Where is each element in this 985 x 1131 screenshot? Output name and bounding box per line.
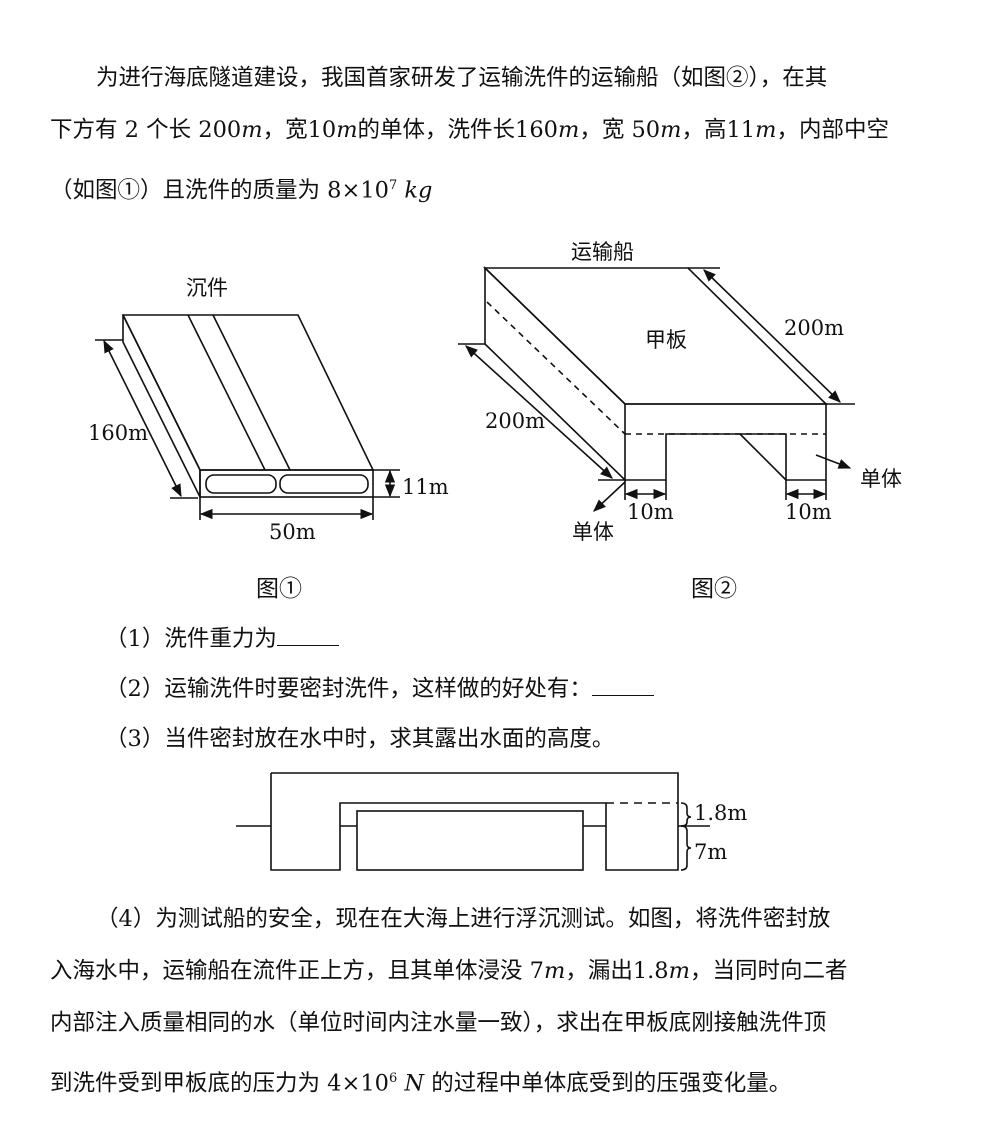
figure-2-left-hull-label: 单体	[572, 520, 614, 544]
sink-top-face	[121, 314, 375, 471]
question-3: （3）当件密封放在水中时，求其露出水面的高度。	[105, 721, 614, 753]
ship-cross-section	[270, 772, 679, 871]
intro-line-1-text: 为进行海底隧道建设，我国首家研发了运输洗件的运输船（如图②），在其	[96, 65, 828, 91]
sink-length-dimension	[103, 339, 182, 498]
figure-2-transport-ship	[458, 266, 855, 512]
unit-m: m	[755, 117, 777, 143]
figure-1-sink-element	[95, 314, 400, 520]
sink-hollow-right	[279, 474, 369, 494]
q4-line-3: 内部注入质量相同的水（单位时间内注水量一致），求出在甲板底刚接触洗件顶	[50, 997, 945, 1049]
question-1: （1）洗件重力为	[105, 621, 339, 653]
q4-line-2: 入海水中，运输船在流件正上方，且其单体浸没 7m，漏出1.8m，当同时向二者	[50, 945, 945, 997]
text: 入海水中，运输船在流件正上方，且其单体浸没 7	[50, 958, 544, 984]
figure-1-width-label: 50m	[269, 520, 316, 544]
text: ，宽 50	[579, 117, 661, 143]
unit-m: m	[660, 117, 682, 143]
figure-2-right-length-label: 200m	[784, 316, 844, 340]
text: （如图①）且洗件的质量为 8×10	[50, 177, 389, 204]
figure-2-right-width-label: 10m	[785, 500, 832, 524]
unit-m: m	[241, 117, 263, 143]
exponent: 7	[388, 178, 398, 193]
unit-m: m	[543, 958, 566, 984]
figure-2-deck-label: 甲板	[645, 328, 687, 352]
figure-1-length-label: 160m	[88, 421, 148, 445]
text: 的单体，洗件长160	[357, 117, 558, 143]
unit-m: m	[558, 117, 580, 143]
sink-left-face	[122, 314, 201, 498]
figure-3-label-1-8m: 1.8m	[694, 801, 748, 825]
figure-2-title: 运输船	[571, 240, 634, 264]
text: （4）为测试船的安全，现在在大海上进行浮沉测试。如图，将洗件密封放	[96, 906, 831, 932]
sink-front-face	[199, 469, 374, 498]
text: 下方有 2 个长 200	[50, 117, 242, 143]
sink-hollow-left	[205, 474, 277, 494]
text: 的过程中单体底受到的压强变化量。	[424, 1070, 792, 1097]
left-hull-pointer-arrow	[593, 481, 626, 512]
figure-2-caption: 图②	[691, 576, 737, 602]
figure-1-height-label: 11m	[402, 475, 449, 499]
question-3-text: （3）当件密封放在水中时，求其露出水面的高度。	[105, 726, 615, 752]
figure-1-title: 沉件	[186, 276, 228, 300]
right-hull-pointer-arrow	[815, 454, 852, 469]
figure-3-label-7m: 7m	[694, 840, 728, 864]
ship-right-length-dimension	[703, 269, 841, 403]
question-2: （2）运输洗件时要密封洗件，这样做的好处有：	[105, 671, 654, 703]
answer-blank[interactable]	[276, 625, 339, 646]
q4-line-1: （4）为测试船的安全，现在在大海上进行浮沉测试。如图，将洗件密封放	[50, 893, 945, 945]
question-2-text: （2）运输洗件时要密封洗件，这样做的好处有：	[105, 676, 592, 702]
intro-line-1: 为进行海底隧道建设，我国首家研发了运输洗件的运输船（如图②），在其	[50, 52, 945, 104]
brace-1-8m	[680, 802, 692, 827]
text: ，宽10	[262, 117, 337, 143]
brace-7m	[680, 825, 692, 871]
text: 内部注入质量相同的水（单位时间内注水量一致），求出在甲板底刚接触洗件顶	[50, 1010, 827, 1036]
q4-line-4: 到洗件受到甲板底的压力为 4×106 N 的过程中单体底受到的压强变化量。	[50, 1053, 945, 1110]
sink-division-line	[187, 314, 266, 471]
ship-right-hull-edge	[739, 433, 787, 481]
text: ，内部中空	[776, 117, 889, 143]
intro-line-3: （如图①）且洗件的质量为 8×107 kg	[50, 160, 945, 217]
ship-left-length-dimension	[465, 345, 613, 479]
intro-line-2: 下方有 2 个长 200m，宽10m的单体，洗件长160m，宽 50m，高11m…	[50, 104, 945, 156]
text: ，当同时向二者	[689, 958, 848, 984]
figure-2-left-length-label: 200m	[485, 409, 545, 433]
text: ，高11	[681, 117, 756, 143]
sink-cross-section	[356, 810, 584, 871]
question-1-text: （1）洗件重力为	[105, 626, 277, 652]
figure-1-caption: 图①	[256, 576, 302, 602]
unit-m: m	[668, 958, 690, 984]
figure-2-right-hull-label: 单体	[860, 467, 902, 491]
unit-n: N	[397, 1070, 425, 1097]
answer-blank[interactable]	[591, 675, 654, 696]
figure-3-cross-section	[236, 772, 710, 871]
sink-division-line	[212, 314, 291, 471]
ship-left-side	[484, 266, 626, 482]
exponent: 6	[388, 1071, 398, 1086]
text: ，漏出1.8	[565, 958, 669, 984]
ship-front-face	[625, 403, 827, 481]
text: 到洗件受到甲板底的压力为 4×10	[50, 1070, 389, 1097]
unit-m: m	[336, 117, 358, 143]
figure-2-left-width-label: 10m	[627, 500, 674, 524]
unit-kg: kg	[397, 177, 433, 204]
